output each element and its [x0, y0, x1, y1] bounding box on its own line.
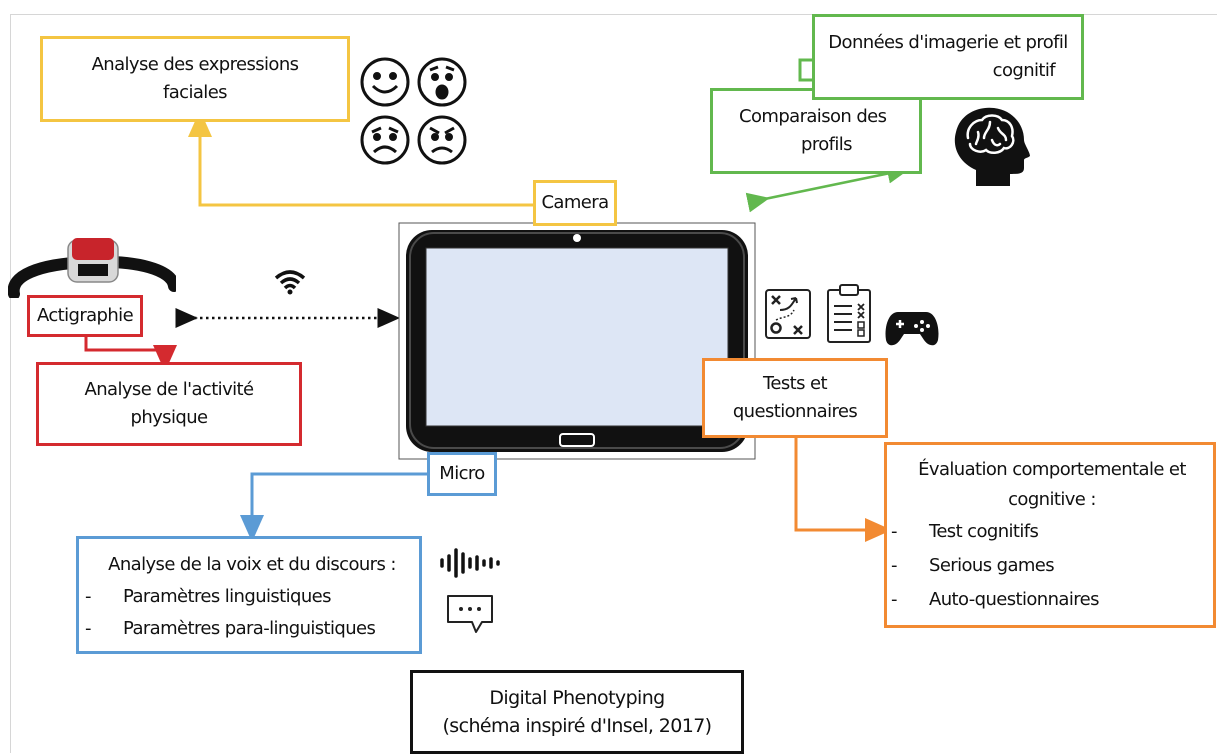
list-item-label: Test cognitifs [929, 521, 1039, 542]
wifi-icon [274, 268, 306, 296]
profile-comparison-line2: profils [801, 134, 853, 155]
camera-box: Camera [533, 180, 617, 226]
facial-analysis-box: Analyse des expressions faciales [40, 36, 350, 122]
list-item: - Serious games [891, 549, 1055, 583]
figure-caption: Digital Phenotyping (schéma inspiré d'In… [410, 670, 744, 754]
imaging-profile-line2: cognitif [992, 60, 1056, 81]
list-item: - Auto-questionnaires [891, 583, 1099, 617]
list-item: - Paramètres linguistiques [85, 581, 332, 613]
micro-box: Micro [427, 452, 497, 496]
actigraphy-box: Actigraphie [27, 295, 143, 337]
list-item: - Test cognitifs [891, 515, 1039, 549]
tests-to-evaluation-arrow [794, 437, 892, 542]
imaging-profile-box: Données d'imagerie et profil cognitif [812, 14, 1084, 100]
strategy-board-icon [762, 286, 814, 342]
comparison-bidirectional-arrow [745, 163, 910, 213]
micro-label: Micro [439, 463, 485, 484]
tablet-icon [398, 222, 756, 460]
imaging-to-comparison-line [798, 58, 812, 82]
facial-analysis-line2: faciales [163, 82, 228, 103]
actigraphy-to-activity-arrow [84, 333, 177, 372]
list-item-label: Paramètres para-linguistiques [123, 618, 376, 639]
list-item-label: Serious games [929, 555, 1055, 576]
behavioral-evaluation-box: Évaluation comportementale et cognitive … [884, 442, 1216, 628]
activity-analysis-line2: physique [130, 407, 209, 428]
list-dash: - [85, 618, 92, 639]
profile-comparison-line1: Comparaison des [739, 106, 887, 127]
list-item: - Paramètres para-linguistiques [85, 613, 376, 645]
clipboard-icon [824, 282, 874, 344]
tests-questionnaires-line1: Tests et [763, 373, 827, 394]
actigraphy-label: Actigraphie [36, 305, 134, 326]
caption-source: (schéma inspiré d'Insel, 2017) [442, 715, 712, 737]
tests-questionnaires-box: Tests et questionnaires [702, 358, 888, 438]
imaging-profile-line1: Données d'imagerie et profil [828, 32, 1068, 53]
profile-comparison-box: Comparaison des profils [710, 88, 922, 174]
camera-label: Camera [541, 192, 609, 213]
behavioral-evaluation-line2: cognitive : [1008, 489, 1096, 510]
list-dash: - [891, 555, 898, 576]
soundwave-icon [438, 546, 502, 580]
activity-tracker-icon [7, 236, 180, 300]
list-dash: - [891, 589, 898, 610]
surprised-face-icon [417, 57, 467, 107]
list-dash: - [891, 521, 898, 542]
activity-analysis-line1: Analyse de l'activité [84, 379, 255, 400]
camera-to-facial-arrow [188, 110, 534, 207]
figure-frame [10, 14, 1217, 753]
facial-analysis-line1: Analyse des expressions [91, 54, 299, 75]
activity-analysis-box: Analyse de l'activité physique [36, 362, 302, 446]
voice-analysis-title: Analyse de la voix et du discours : [108, 554, 396, 575]
chat-bubble-icon [444, 592, 496, 636]
caption-title: Digital Phenotyping [489, 687, 665, 709]
gamepad-icon [884, 308, 940, 348]
brain-head-icon [948, 104, 1032, 188]
tests-questionnaires-line2: questionnaires [732, 401, 858, 422]
list-item-label: Auto-questionnaires [929, 589, 1099, 610]
micro-to-voice-arrow [240, 472, 427, 542]
list-dash: - [85, 586, 92, 607]
angry-face-icon [417, 115, 467, 165]
sad-face-icon [360, 115, 410, 165]
behavioral-evaluation-line1: Évaluation comportementale et [918, 459, 1186, 480]
list-item-label: Paramètres linguistiques [123, 586, 332, 607]
voice-analysis-box: Analyse de la voix et du discours : - Par… [76, 536, 422, 654]
smiling-face-icon [360, 57, 410, 107]
emotion-faces [358, 56, 470, 166]
